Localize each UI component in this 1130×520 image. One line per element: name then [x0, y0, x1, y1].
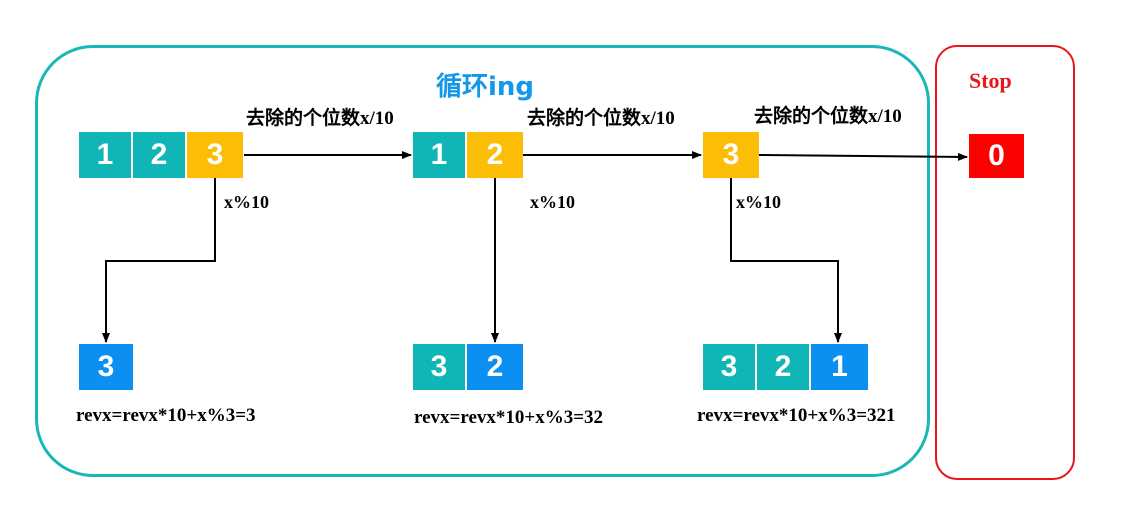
reversed-cell-new: 1 — [811, 344, 868, 390]
step-label-1: 去除的个位数x/10 — [246, 108, 394, 129]
loop-frame — [35, 45, 930, 477]
arrow-step-3 — [758, 152, 968, 161]
reversed-cell: 3 — [79, 344, 133, 390]
arrow-extract-1 — [102, 178, 216, 343]
digit-cell: 1 — [79, 132, 133, 178]
digit-cell: 2 — [133, 132, 187, 178]
formula-2: revx=revx*10+x%3=32 — [414, 407, 604, 428]
stop-frame — [935, 45, 1075, 480]
step-label-2: 去除的个位数x/10 — [527, 108, 675, 129]
mod-label-1: x%10 — [224, 192, 269, 212]
reversed-cell: 2 — [757, 344, 811, 390]
digit-cell-current: 3 — [703, 132, 759, 178]
arrow-extract-3 — [730, 178, 842, 343]
formula-3: revx=revx*10+x%3=321 — [697, 405, 896, 426]
final-value-cell: 0 — [969, 134, 1024, 178]
loop-title: 循环ing — [436, 72, 535, 102]
digit-cell-current: 3 — [187, 132, 243, 178]
reversed-cell: 3 — [703, 344, 757, 390]
digit-cell: 1 — [413, 132, 467, 178]
mod-label-3: x%10 — [736, 192, 781, 212]
step-label-3: 去除的个位数x/10 — [754, 106, 902, 127]
mod-label-2: x%10 — [530, 192, 575, 212]
digit-cell-current: 2 — [467, 132, 523, 178]
reversed-cell: 3 — [413, 344, 467, 390]
formula-1: revx=revx*10+x%3=3 — [76, 405, 256, 426]
reversed-cell-new: 2 — [467, 344, 523, 390]
stop-title: Stop — [969, 68, 1012, 93]
